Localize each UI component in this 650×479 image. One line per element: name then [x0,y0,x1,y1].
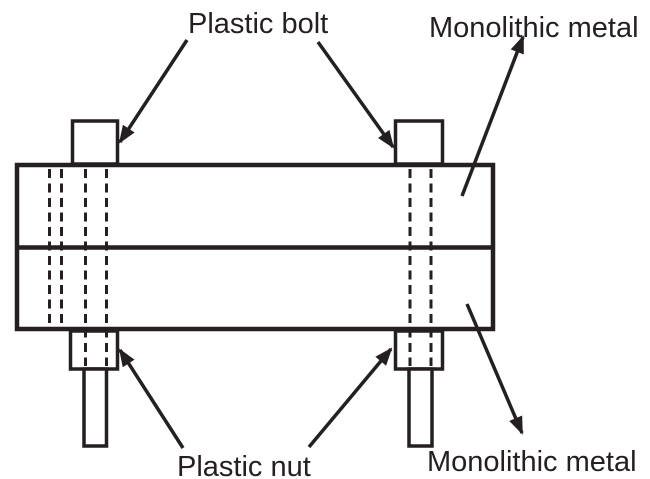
right-bolt-shaft-end [407,367,434,448]
left-bolt-head [70,119,120,166]
right-plastic-nut [393,329,445,371]
plastic-nut-label: Plastic nut [177,451,311,479]
arrow-monolithic-metal-bottom [465,303,524,435]
monolithic-metal-top-label: Monolithic metal [429,12,639,44]
plastic-bolt-label: Plastic bolt [188,8,328,40]
arrow-plastic-bolt-right [316,40,395,149]
arrow-monolithic-metal-top [460,35,525,197]
left-plastic-nut [68,329,120,371]
arrow-plastic-nut-right [307,347,393,449]
monolithic-metal-bottom-label: Monolithic metal [427,446,637,478]
hidden-lines-group [48,169,433,366]
left-bolt-shaft-end [82,367,109,448]
leader-arrows-group [118,35,525,449]
arrow-plastic-nut-left [118,348,185,449]
arrow-plastic-bolt-left [118,39,189,144]
right-bolt-head [393,119,445,166]
